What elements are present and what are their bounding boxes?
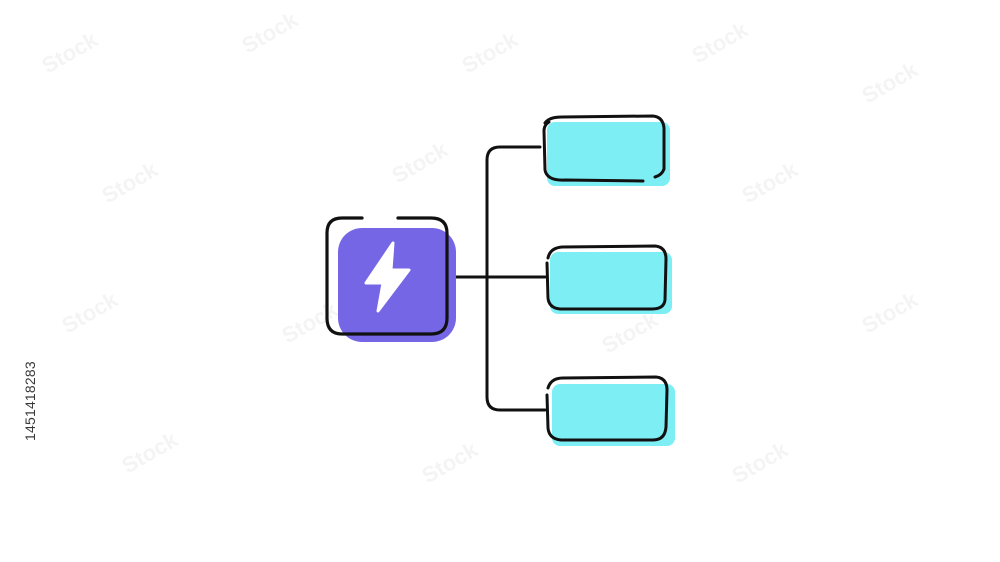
branch-box-fill: [550, 252, 672, 314]
branch-box-1: [542, 114, 670, 186]
branch-box-outline: [545, 244, 668, 311]
branch-box-2: [545, 244, 672, 314]
branch-box-outline: [542, 114, 666, 183]
connector-lines: [450, 145, 547, 412]
branch-box-outline: [545, 375, 669, 442]
branch-box-fill: [547, 122, 670, 186]
hub-outline: [325, 216, 449, 336]
image-id-label: 1451418283: [22, 361, 38, 441]
hub-node: [325, 216, 456, 342]
branch-box-3: [545, 375, 675, 446]
trunk-connector: [485, 145, 547, 412]
branch-box-fill: [552, 384, 675, 446]
lightning-bolt-icon: [364, 241, 411, 313]
